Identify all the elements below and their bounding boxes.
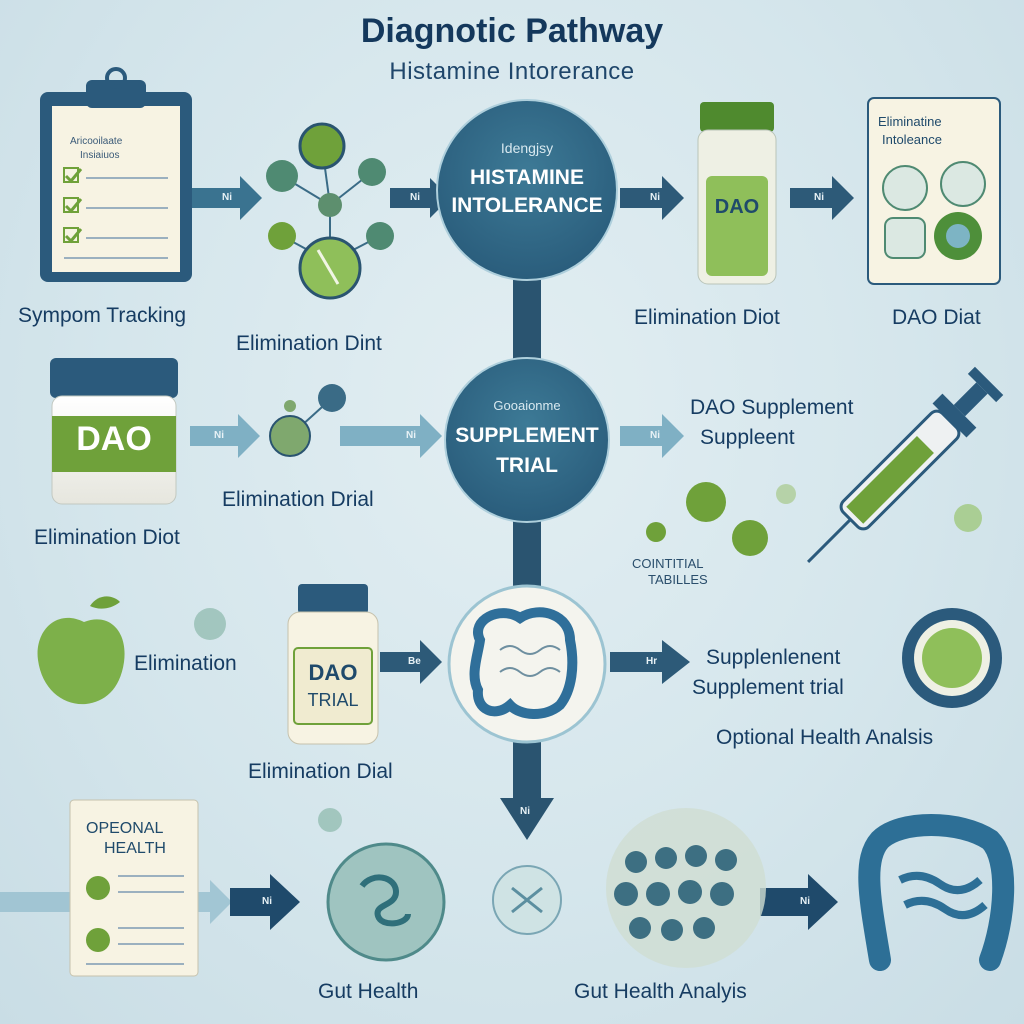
supplement-trial-node[interactable]: [444, 357, 610, 523]
label-cointitial: COINTITIAL: [632, 556, 704, 571]
intestine-center-icon: [447, 584, 607, 744]
label-elimination-drial: Elimination Drial: [222, 488, 374, 511]
label-dao-diet: DAO Diat: [892, 306, 981, 329]
arrow-mark-10: Ni: [262, 896, 272, 907]
clipboard-icon: [40, 67, 192, 282]
report-line-1: Opeonal: [86, 820, 164, 837]
label-gut-health-analysis: Gut Health Analyis: [574, 980, 747, 1003]
label-symptom-tracking: Sympom Tracking: [18, 304, 187, 327]
arrow-8: [380, 640, 442, 684]
node-top-line2: INTOLERANCE: [451, 194, 603, 217]
arrow-mark-12: Ni: [520, 806, 530, 817]
syringe-icon: [807, 366, 1004, 563]
histamine-intolerance-node[interactable]: [436, 99, 618, 281]
arrow-mark-3: Ni: [650, 192, 660, 203]
label-elimination-dint: Elimination Dint: [236, 332, 382, 355]
node-mid-line2: TRIAL: [496, 454, 558, 477]
arrow-9: [610, 640, 690, 684]
node-mid-line1: SUPPLEMENT: [455, 424, 599, 447]
clipboard-text-1: Aricooilaate: [70, 136, 123, 147]
molecule-mini-icon: [269, 384, 346, 457]
jar-left-label: DAO: [76, 420, 152, 458]
large-intestine-icon: [858, 814, 1015, 971]
petri-grid-icon: [606, 808, 766, 968]
node-top-small: Idengjsy: [500, 140, 554, 156]
arrow-12: [760, 874, 838, 930]
arrow-mark-5: Ni: [214, 430, 224, 441]
label-elimination-diet-top: Elimination Diot: [634, 306, 780, 329]
arrows: [0, 176, 854, 930]
arrow-mark-2: Ni: [410, 192, 420, 203]
dao-jar-icon: [697, 102, 777, 285]
label-suppleent: Suppleent: [700, 426, 795, 449]
label-elimination-diot-left: Elimination Diot: [34, 526, 180, 549]
arrow-2: [390, 178, 450, 218]
arrow-mark-8: Be: [408, 656, 421, 667]
page-title: Diagnotic Pathway: [360, 12, 664, 50]
health-report-icon: [69, 799, 199, 977]
label-tabilles: TABILLES: [648, 572, 708, 587]
arrow-11: [230, 874, 300, 930]
card-text-2: Intoleance: [882, 132, 942, 147]
test-ring-icon: [902, 608, 1002, 708]
dao-trial-bottle-icon: [287, 584, 379, 745]
arrow-mark-4: Ni: [814, 192, 824, 203]
arrow-7: [620, 414, 684, 458]
report-line-2: Health: [104, 840, 166, 857]
card-text-1: Eliminatine: [878, 114, 942, 129]
bottle-line-2: TRIAL: [307, 690, 359, 710]
arrow-mark-7: Ni: [650, 430, 660, 441]
arrow-1: [190, 176, 262, 220]
arrow-5: [190, 414, 260, 458]
tablets-icon: [646, 482, 982, 556]
label-elimination-dial: Elimination Dial: [248, 760, 393, 783]
arrow-mark-1: Ni: [222, 192, 232, 203]
arrow-6: [340, 414, 442, 458]
arrow-mark-9: Hr: [646, 656, 658, 667]
node-top-line1: HISTAMINE: [470, 166, 584, 189]
label-elimination: Elimination: [134, 652, 237, 675]
dao-supplement-jar-icon: [50, 358, 178, 505]
label-supplement-trial: Supplement trial: [692, 676, 844, 699]
molecule-network-icon: [266, 122, 394, 300]
label-gut-health: Gut Health: [318, 980, 419, 1003]
clipboard-text-2: Insiaiuos: [80, 150, 120, 161]
label-dao-supplement: DAO Supplement: [690, 396, 854, 419]
page-subtitle: Histamine Intorerance: [389, 58, 635, 85]
arrow-mark-6: Ni: [406, 430, 416, 441]
gut-health-icon: [318, 808, 446, 962]
bottle-line-1: DAO: [308, 660, 358, 685]
apple-icon: [37, 596, 226, 705]
arrow-3: [620, 176, 684, 220]
jar-top-label: DAO: [714, 196, 760, 218]
node-mid-small: Gooaionme: [493, 398, 561, 413]
intolerance-card-icon: [867, 97, 1001, 285]
vertical-connector: [500, 280, 554, 840]
analysis-node-icon: [492, 865, 562, 935]
arrow-4: [790, 176, 854, 220]
arrow-mark-11: Ni: [800, 896, 810, 907]
label-optional-health-analsis: Optional Health Analsis: [716, 726, 934, 749]
label-supplenlenent: Supplenlenent: [706, 646, 841, 669]
